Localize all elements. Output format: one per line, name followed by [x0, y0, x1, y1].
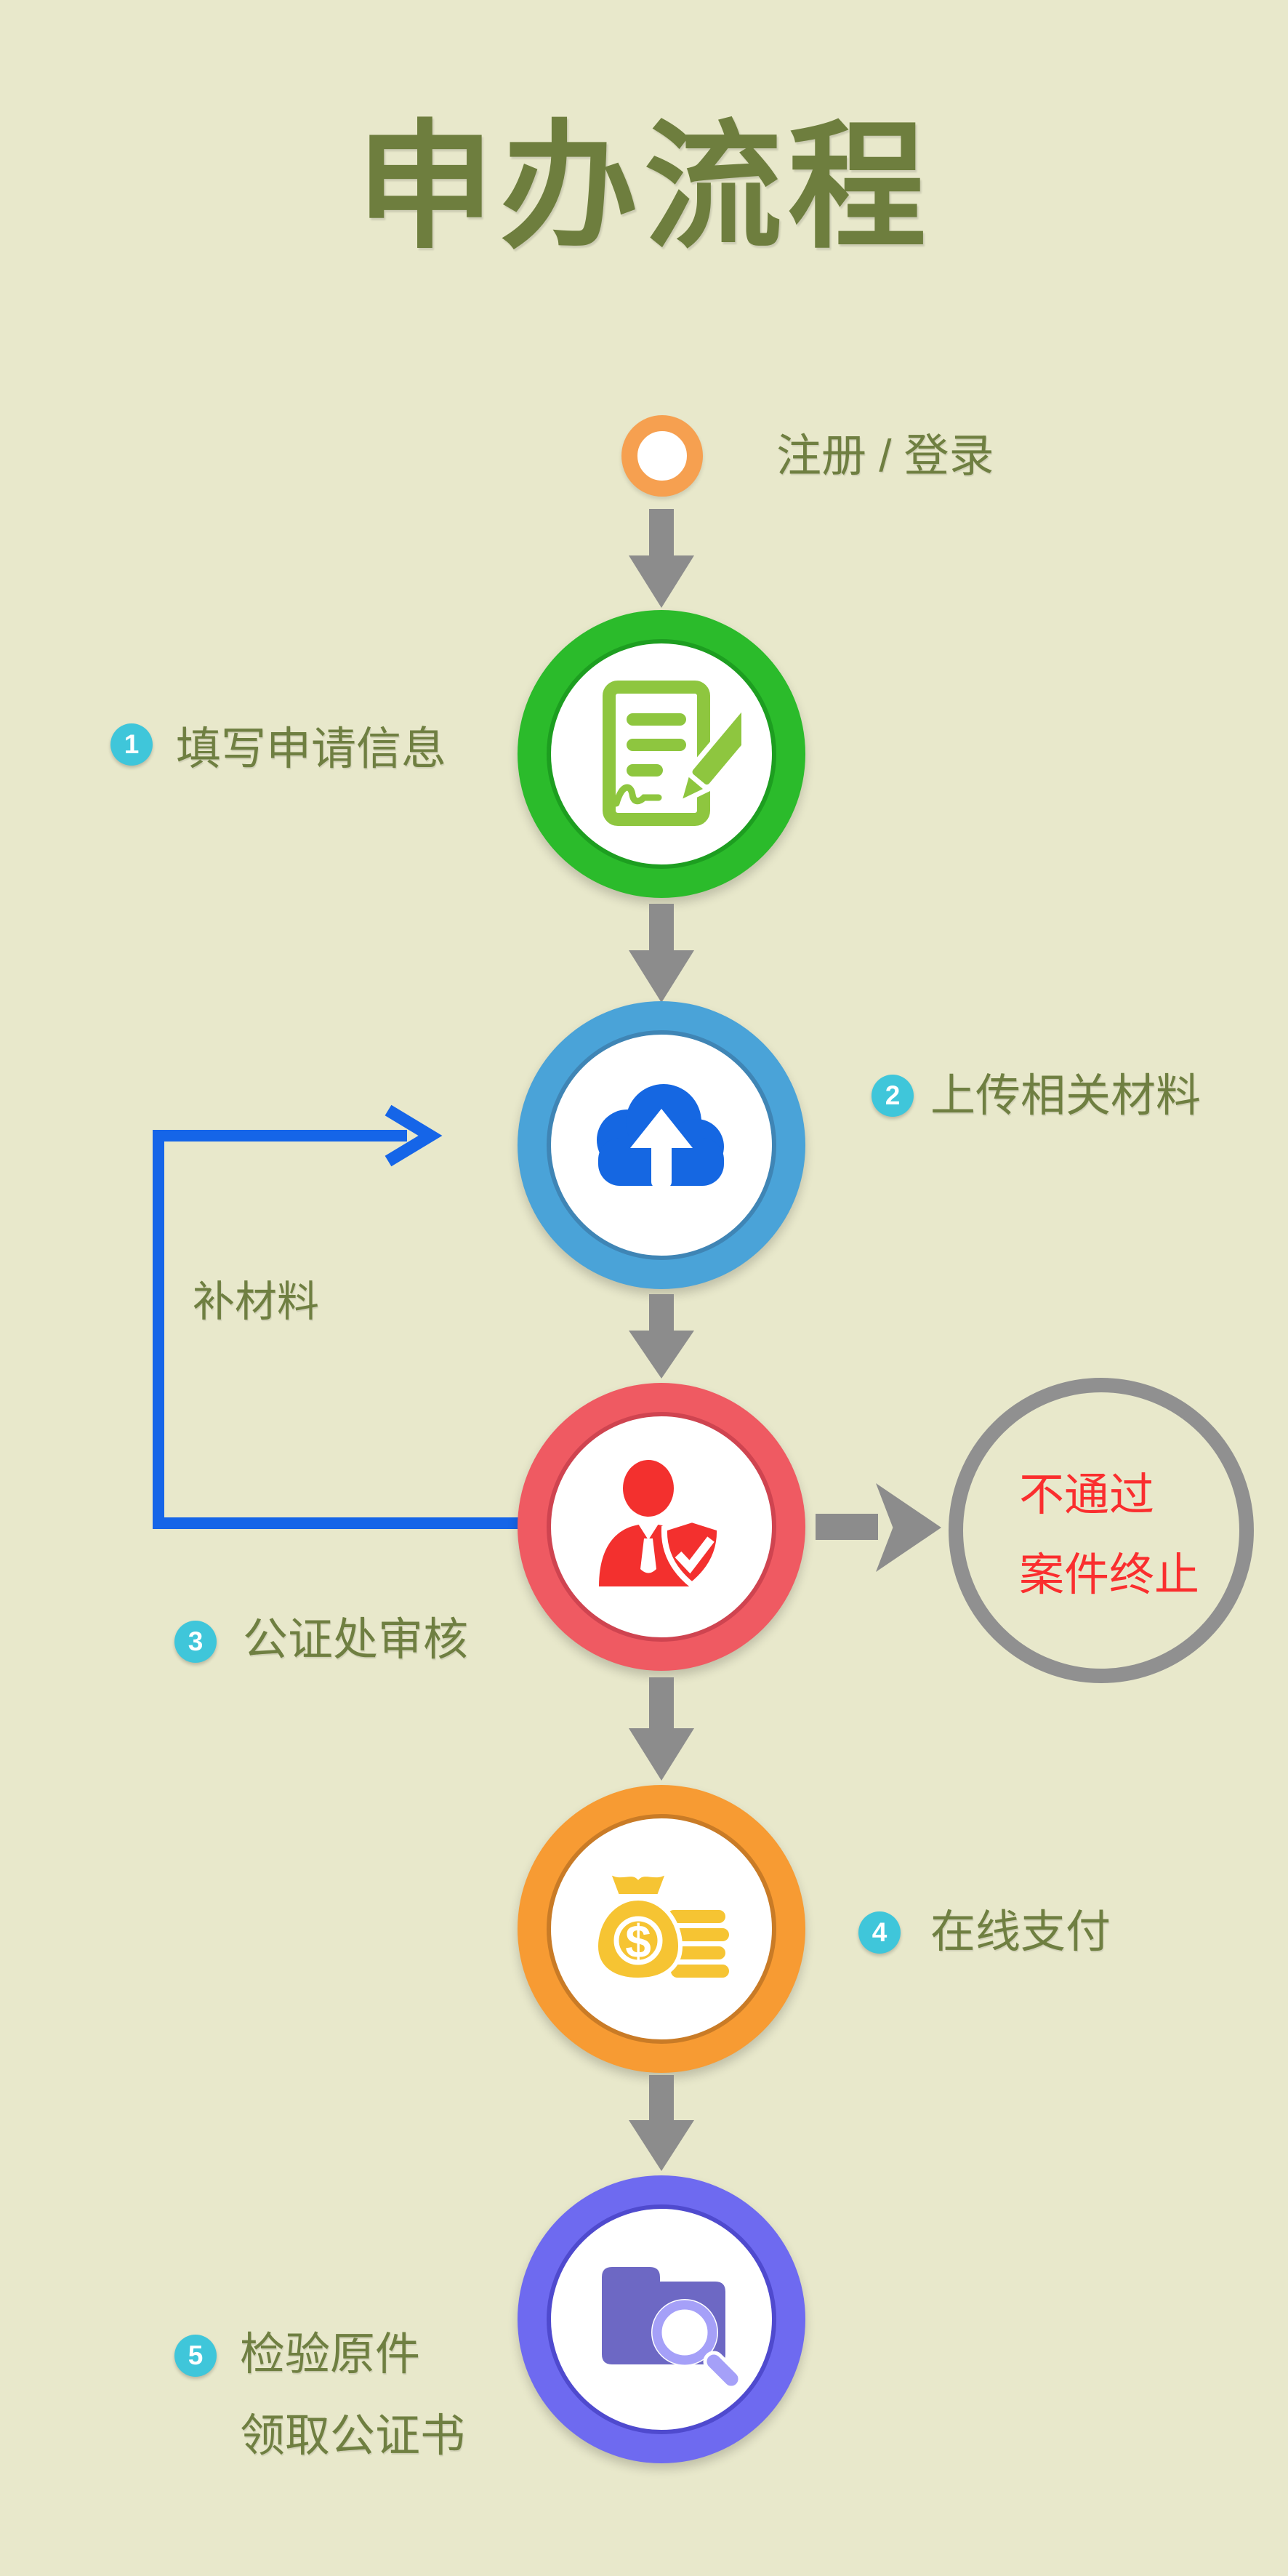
step-number: 5 — [188, 2340, 204, 2370]
folder-search-icon — [602, 2267, 741, 2390]
rejection-line1: 不通过 — [1019, 1470, 1155, 1520]
step-circle-review — [518, 1383, 805, 1671]
step-number: 2 — [885, 1080, 901, 1110]
step-label-fill-info: 填写申请信息 — [176, 724, 447, 774]
step-number: 1 — [124, 729, 140, 759]
loop-arrow-vertical-line — [153, 1130, 164, 1529]
page-title: 申办流程 — [355, 113, 932, 265]
step-number: 3 — [188, 1626, 204, 1656]
step-label-upload: 上传相关材料 — [930, 1071, 1202, 1121]
step-circle-collect — [518, 2175, 805, 2463]
step-number-badge: 1 — [110, 723, 153, 766]
step-number-badge: 5 — [174, 2335, 217, 2377]
arrow-head — [629, 950, 694, 1003]
step-number-badge: 4 — [858, 1911, 901, 1954]
arrow-head — [629, 2120, 694, 2171]
loop-label-supplement-materials: 补材料 — [193, 1278, 320, 1325]
cloud-upload-icon — [597, 1084, 724, 1187]
step-circle-upload — [518, 1001, 805, 1289]
arrow-shaft — [649, 2075, 674, 2120]
svg-text:$: $ — [625, 1915, 651, 1967]
step-circle-payment: $ — [518, 1785, 805, 2073]
arrow-down-icon — [629, 1294, 694, 1379]
register-ring-icon — [621, 415, 703, 497]
loop-arrow-bottom-line — [153, 1517, 539, 1529]
step-number: 4 — [872, 1917, 887, 1947]
loop-arrow-top-line — [153, 1130, 407, 1141]
step-number-badge: 3 — [174, 1621, 217, 1663]
arrow-down-icon — [629, 904, 694, 1003]
auditor-shield-icon — [599, 1460, 723, 1589]
arrow-right-icon — [876, 1483, 941, 1572]
arrow-shaft — [649, 509, 674, 555]
arrow-head — [629, 555, 694, 608]
arrow-head — [629, 1331, 694, 1379]
step-label-collect-certificate: 领取公证书 — [240, 2411, 466, 2461]
step-number-badge: 2 — [872, 1075, 914, 1117]
step-label-payment: 在线支付 — [930, 1907, 1111, 1957]
loop-arrow-head-icon — [385, 1104, 443, 1167]
arrow-shaft — [649, 1294, 674, 1331]
register-label: 注册 / 登录 — [776, 431, 994, 481]
document-pen-icon — [603, 681, 741, 826]
arrow-shaft — [649, 1677, 674, 1728]
arrow-right-shaft — [816, 1514, 878, 1540]
arrow-shaft — [649, 904, 674, 950]
step-label-review: 公证处审核 — [243, 1615, 469, 1665]
money-bag-icon: $ — [593, 1868, 729, 1983]
step-circle-fill-info — [518, 610, 805, 898]
arrow-down-icon — [629, 1677, 694, 1781]
step-label-verify-originals: 检验原件 — [240, 2330, 421, 2380]
arrow-head — [629, 1728, 694, 1781]
arrow-down-icon — [629, 2075, 694, 2171]
rejection-line2: 案件终止 — [1019, 1550, 1200, 1600]
arrow-down-icon — [629, 509, 694, 608]
rejection-circle — [949, 1378, 1254, 1683]
